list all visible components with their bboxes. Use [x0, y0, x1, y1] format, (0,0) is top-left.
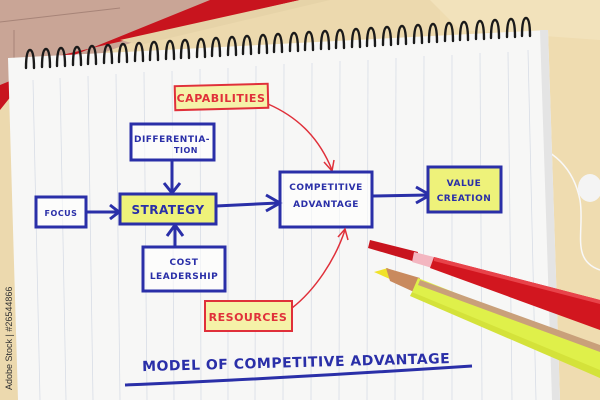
strategy-node: STRATEGY: [118, 192, 218, 226]
title-underline: [124, 364, 473, 387]
value-creation-label-2: CREATION: [437, 194, 492, 204]
resources-arrow: [291, 229, 346, 309]
differentiation-node: DIFFERENTIA- TION: [129, 122, 216, 162]
capabilities-label: CAPABILITIES: [177, 92, 266, 105]
resources-label: RESOURCES: [209, 311, 288, 324]
resources-node: RESOURCES: [204, 300, 293, 332]
value-creation-node: VALUE CREATION: [426, 165, 503, 214]
watermark-text: Adobe Stock | #26544866: [4, 286, 14, 390]
focus-label: FOCUS: [45, 209, 78, 218]
competitive-advantage-node: COMPETITIVE ADVANTAGE: [278, 170, 374, 229]
competitive-advantage-label-1: COMPETITIVE: [289, 183, 363, 193]
capabilities-node: CAPABILITIES: [173, 82, 270, 112]
cost-leadership-node: COST LEADERSHIP: [141, 245, 227, 293]
spiral-binding: [24, 16, 532, 70]
red-pencil: [368, 240, 600, 330]
cost-leadership-arrow: [165, 222, 185, 237]
stock-watermark: Adobe Stock | #26544866: [2, 262, 16, 392]
differentiation-label-2: TION: [174, 146, 198, 155]
ruled-lines: [32, 49, 537, 400]
cost-leadership-label-2: LEADERSHIP: [150, 272, 218, 282]
capabilities-arrow: [267, 103, 333, 171]
cost-leadership-label-1: COST: [170, 258, 199, 268]
value-creation-label-1: VALUE: [447, 179, 482, 189]
strategy-label: STRATEGY: [131, 203, 204, 217]
differentiation-label-1: DIFFERENTIA-: [134, 135, 210, 145]
focus-node: FOCUS: [34, 195, 88, 229]
competitive-advantage-label-2: ADVANTAGE: [293, 200, 359, 210]
yellow-pencil: [374, 268, 600, 378]
